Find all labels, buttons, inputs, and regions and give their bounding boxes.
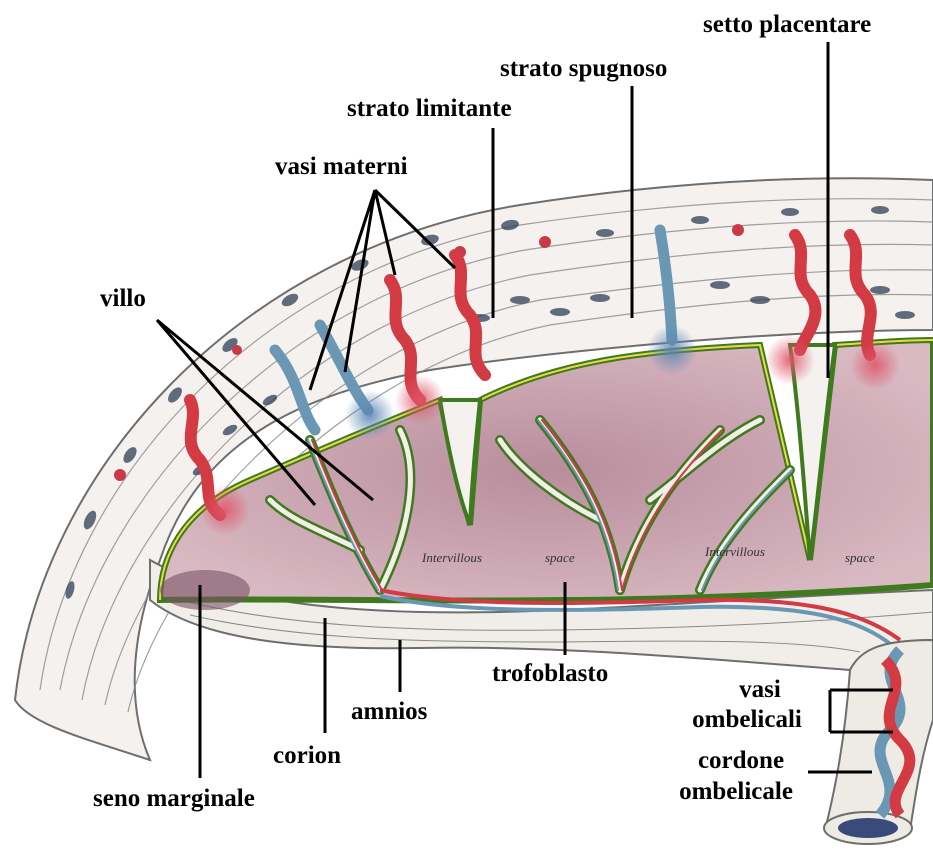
label-seno-marginale: seno marginale: [93, 785, 255, 812]
label-vasi-ombelicali-line2: ombelicali: [692, 706, 802, 733]
inscription-intervillous-1b: space: [545, 550, 575, 565]
umbilical-cord: [824, 640, 933, 844]
inscription-intervillous-2b: space: [845, 550, 875, 565]
inscription-intervillous-1a: Intervillous: [421, 550, 482, 565]
inscription-intervillous-2a: Intervillous: [704, 544, 765, 559]
label-villo: villo: [100, 285, 146, 312]
label-amnios: amnios: [351, 698, 428, 725]
label-vasi-materni: vasi materni: [275, 153, 408, 180]
label-cordone-ombelicale-line2: ombelicale: [679, 778, 793, 805]
label-strato-limitante: strato limitante: [347, 95, 512, 122]
label-vasi-ombelicali-line1: vasi: [739, 676, 781, 703]
label-trofoblasto: trofoblasto: [492, 660, 608, 687]
label-strato-spugnoso: strato spugnoso: [500, 55, 667, 82]
label-cordone-ombelicale-line1: cordone: [698, 747, 784, 774]
label-corion: corion: [273, 742, 341, 769]
label-setto-placentare: setto placentare: [703, 11, 871, 38]
